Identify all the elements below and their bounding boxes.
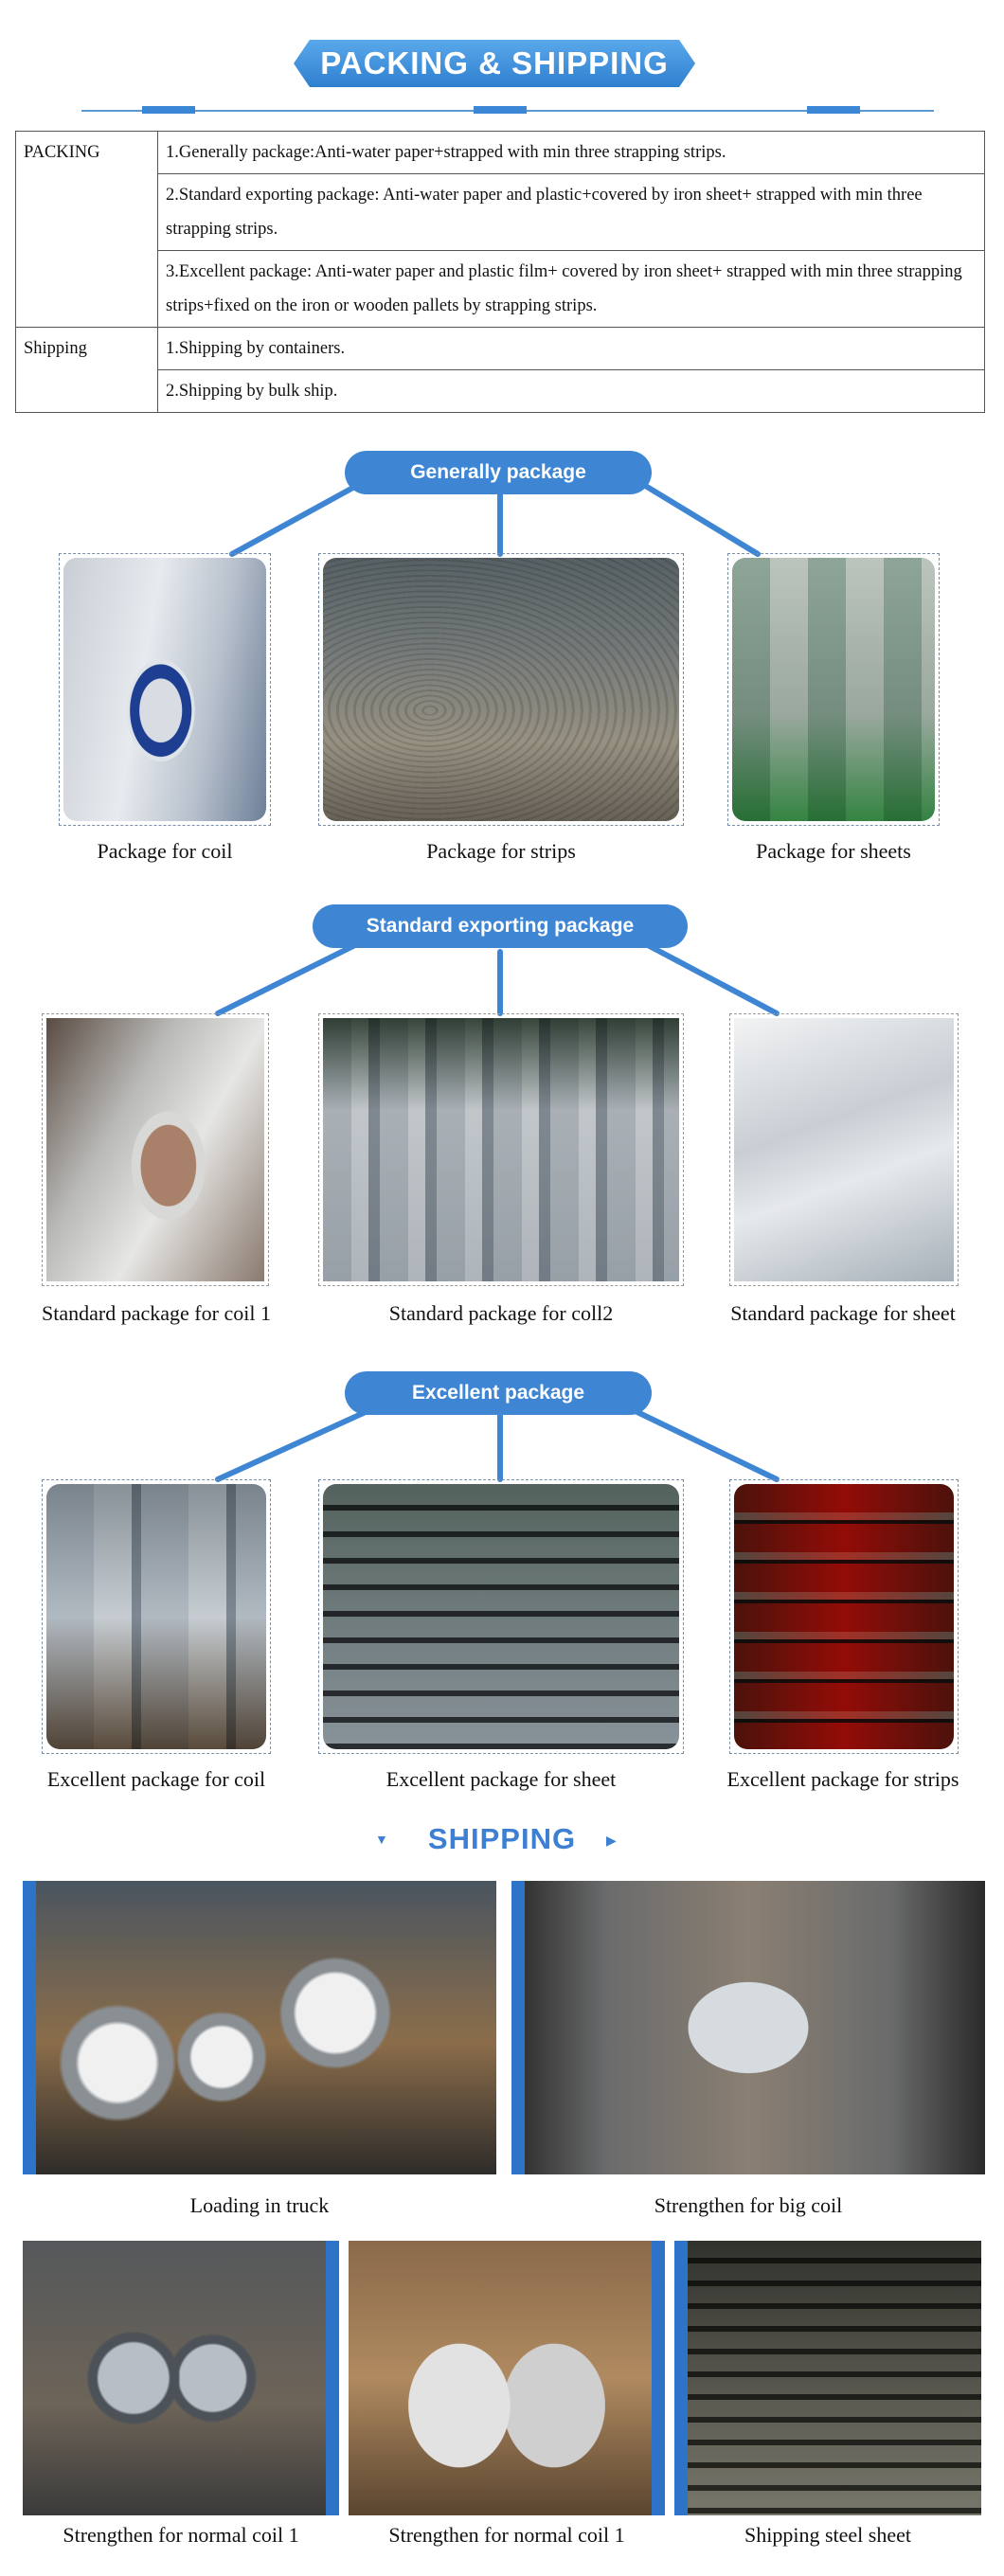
caption: Excellent package for strips <box>726 1767 959 1791</box>
table-cell: 2.Standard exporting package: Anti-water… <box>157 173 985 251</box>
photo-big-coil <box>511 1881 985 2174</box>
banner-shape <box>294 40 695 87</box>
header-banner: PACKING & SHIPPING <box>294 40 695 87</box>
photo-standard-sheet <box>729 1013 959 1286</box>
caption: Shipping steel sheet <box>744 2523 911 2547</box>
photo-package-coil <box>59 553 271 826</box>
table-cell: 1.Shipping by containers. <box>157 327 985 370</box>
triangle-right-icon: ▶ <box>606 1834 617 1849</box>
photo-normal-coil-2 <box>349 2241 665 2515</box>
table-cell: 1.Generally package:Anti-water paper+str… <box>157 131 985 174</box>
photo-standard-coil-2 <box>318 1013 684 1286</box>
caption: Standard package for coil 1 <box>42 1301 271 1325</box>
packing-shipping-table: PACKING 1.Generally package:Anti-water p… <box>15 131 985 413</box>
photo-loading-truck <box>23 1881 496 2174</box>
photo-steel-sheet <box>674 2241 981 2515</box>
table-row: PACKING 1.Generally package:Anti-water p… <box>15 131 985 328</box>
section-label-standard: Standard exporting package <box>313 904 688 948</box>
table-row: Shipping 1.Shipping by containers. <box>15 327 985 413</box>
triangle-left-icon: ▼ <box>375 1834 388 1848</box>
caption: Loading in truck <box>189 2193 330 2217</box>
table-row: 2.Standard exporting package: Anti-water… <box>16 173 985 251</box>
caption: Strengthen for normal coil 1 <box>63 2523 299 2547</box>
rule-mark <box>474 106 527 114</box>
table-cell: 2.Shipping by bulk ship. <box>157 369 985 413</box>
photo-package-sheets <box>727 553 940 826</box>
caption: Strengthen for normal coil 1 <box>388 2523 625 2547</box>
caption: Excellent package for coil <box>46 1767 266 1791</box>
caption: Package for coil <box>97 839 233 863</box>
rule-mark <box>807 106 860 114</box>
category-cell: PACKING <box>15 131 158 328</box>
photo-excellent-strips <box>729 1479 959 1754</box>
caption: Package for sheets <box>756 839 911 863</box>
table-cell: 3.Excellent package: Anti-water paper an… <box>157 250 985 328</box>
photo-excellent-sheet <box>318 1479 684 1754</box>
table-row: 3.Excellent package: Anti-water paper an… <box>16 250 985 328</box>
rule-mark <box>142 106 195 114</box>
photo-normal-coil-1 <box>23 2241 339 2515</box>
shipping-title: SHIPPING <box>427 1822 577 1855</box>
table-row: 2.Shipping by bulk ship. <box>16 369 985 413</box>
caption: Strengthen for big coil <box>654 2193 843 2217</box>
photo-package-strips <box>318 553 684 826</box>
section-label-excellent: Excellent package <box>345 1371 652 1415</box>
photo-excellent-coil <box>42 1479 271 1754</box>
caption: Standard package for coll2 <box>388 1301 614 1325</box>
caption: Standard package for sheet <box>730 1301 956 1325</box>
photo-standard-coil-1 <box>42 1013 269 1286</box>
category-cell: Shipping <box>15 327 158 413</box>
caption: Package for strips <box>426 839 576 863</box>
caption: Excellent package for sheet <box>385 1767 617 1791</box>
page-title: PACKING & SHIPPING <box>320 45 669 80</box>
section-label-generally: Generally package <box>345 451 652 494</box>
